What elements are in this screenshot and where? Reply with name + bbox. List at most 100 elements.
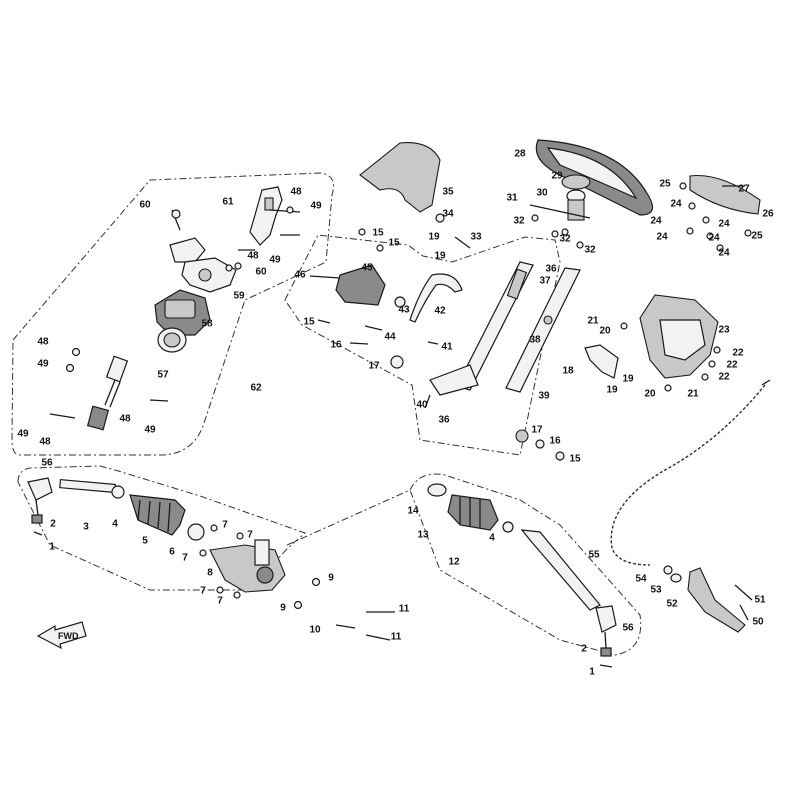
callout-19: 19 bbox=[434, 251, 446, 262]
callout-9: 9 bbox=[328, 573, 334, 584]
callout-44: 44 bbox=[384, 332, 396, 343]
callout-7: 7 bbox=[182, 553, 188, 564]
callout-53: 53 bbox=[650, 585, 662, 596]
callout-21: 21 bbox=[587, 316, 599, 327]
callout-48: 48 bbox=[39, 437, 51, 448]
callout-24: 24 bbox=[650, 216, 662, 227]
callout-38: 38 bbox=[529, 335, 541, 346]
left-tie-rod-assembly bbox=[27, 477, 205, 541]
callout-16: 16 bbox=[549, 436, 561, 447]
callout-58: 58 bbox=[201, 319, 213, 330]
bolts-group-62 bbox=[49, 206, 301, 419]
callout-33: 33 bbox=[470, 232, 482, 243]
callout-22: 22 bbox=[732, 348, 744, 359]
callout-9: 9 bbox=[280, 603, 286, 614]
callout-24: 24 bbox=[718, 219, 730, 230]
callout-24: 24 bbox=[708, 233, 720, 244]
callout-32: 32 bbox=[513, 216, 525, 227]
callout-60: 60 bbox=[255, 267, 267, 278]
callout-18: 18 bbox=[562, 366, 574, 377]
steering-column-bracket bbox=[169, 186, 283, 293]
callout-51: 51 bbox=[754, 595, 766, 606]
callout-31: 31 bbox=[506, 193, 518, 204]
callout-22: 22 bbox=[726, 360, 738, 371]
callout-17: 17 bbox=[368, 361, 380, 372]
group-tierod-right-boundary bbox=[409, 473, 642, 656]
callout-48: 48 bbox=[37, 337, 49, 348]
column-base-hardware bbox=[515, 429, 565, 461]
callout-24: 24 bbox=[718, 248, 730, 259]
callout-57: 57 bbox=[157, 370, 169, 381]
callout-56: 56 bbox=[41, 458, 53, 469]
callout-37: 37 bbox=[539, 276, 551, 287]
callout-6: 6 bbox=[169, 547, 175, 558]
callout-50: 50 bbox=[752, 617, 764, 628]
callout-49: 49 bbox=[310, 201, 322, 212]
column-bracket-18 bbox=[584, 344, 619, 379]
dash-bezel bbox=[679, 174, 761, 252]
callout-1: 1 bbox=[49, 542, 55, 553]
callout-25: 25 bbox=[751, 231, 763, 242]
callout-28: 28 bbox=[514, 149, 526, 160]
callout-24: 24 bbox=[670, 199, 682, 210]
callout-15: 15 bbox=[303, 317, 315, 328]
callout-20: 20 bbox=[599, 326, 611, 337]
callout-11: 11 bbox=[399, 604, 410, 615]
group-62-boundary bbox=[11, 172, 334, 456]
fwd-label: FWD bbox=[58, 631, 79, 641]
callout-13: 13 bbox=[417, 530, 429, 541]
callout-48: 48 bbox=[119, 414, 131, 425]
callout-14: 14 bbox=[407, 506, 419, 517]
callout-61: 61 bbox=[222, 197, 234, 208]
callout-30: 30 bbox=[536, 188, 548, 199]
callout-49: 49 bbox=[144, 425, 156, 436]
callout-29: 29 bbox=[551, 171, 563, 182]
callout-4: 4 bbox=[489, 533, 495, 544]
callout-56: 56 bbox=[622, 623, 634, 634]
callout-54: 54 bbox=[635, 574, 647, 585]
callout-26: 26 bbox=[762, 209, 774, 220]
steering-wheel bbox=[529, 139, 654, 249]
callout-41: 41 bbox=[441, 342, 453, 353]
callout-59: 59 bbox=[233, 291, 245, 302]
callout-24: 24 bbox=[656, 232, 668, 243]
callout-7: 7 bbox=[217, 596, 223, 607]
callout-42: 42 bbox=[434, 306, 446, 317]
callout-11: 11 bbox=[391, 632, 402, 643]
callout-16: 16 bbox=[330, 340, 342, 351]
callout-10: 10 bbox=[309, 625, 321, 636]
callout-19: 19 bbox=[606, 385, 618, 396]
intermediate-shaft bbox=[86, 355, 129, 431]
fwd-arrow: FWD bbox=[36, 621, 87, 650]
callout-5: 5 bbox=[142, 536, 148, 547]
callout-34: 34 bbox=[442, 209, 454, 220]
column-lower-cover bbox=[620, 294, 721, 392]
callout-52: 52 bbox=[666, 599, 678, 610]
callout-49: 49 bbox=[269, 255, 281, 266]
steering-gear-housing bbox=[199, 524, 286, 599]
callout-43: 43 bbox=[398, 305, 410, 316]
callout-3: 3 bbox=[83, 522, 89, 533]
callout-4: 4 bbox=[112, 519, 118, 530]
callout-25: 25 bbox=[659, 179, 671, 190]
callout-55: 55 bbox=[588, 550, 600, 561]
callout-27: 27 bbox=[738, 184, 750, 195]
callout-36: 36 bbox=[545, 264, 557, 275]
callout-39: 39 bbox=[538, 391, 550, 402]
callout-20: 20 bbox=[644, 389, 656, 400]
tilt-bracket bbox=[309, 213, 471, 369]
callout-8: 8 bbox=[207, 568, 213, 579]
callout-40: 40 bbox=[416, 400, 428, 411]
callout-15: 15 bbox=[372, 228, 384, 239]
callout-36: 36 bbox=[438, 415, 450, 426]
callout-2: 2 bbox=[50, 519, 56, 530]
callout-32: 32 bbox=[584, 245, 596, 256]
callout-17: 17 bbox=[531, 425, 543, 436]
callout-1: 1 bbox=[589, 667, 595, 678]
callout-48: 48 bbox=[290, 187, 302, 198]
callout-7: 7 bbox=[247, 530, 253, 541]
callout-15: 15 bbox=[388, 238, 400, 249]
callout-21: 21 bbox=[687, 389, 699, 400]
callout-23: 23 bbox=[718, 325, 730, 336]
